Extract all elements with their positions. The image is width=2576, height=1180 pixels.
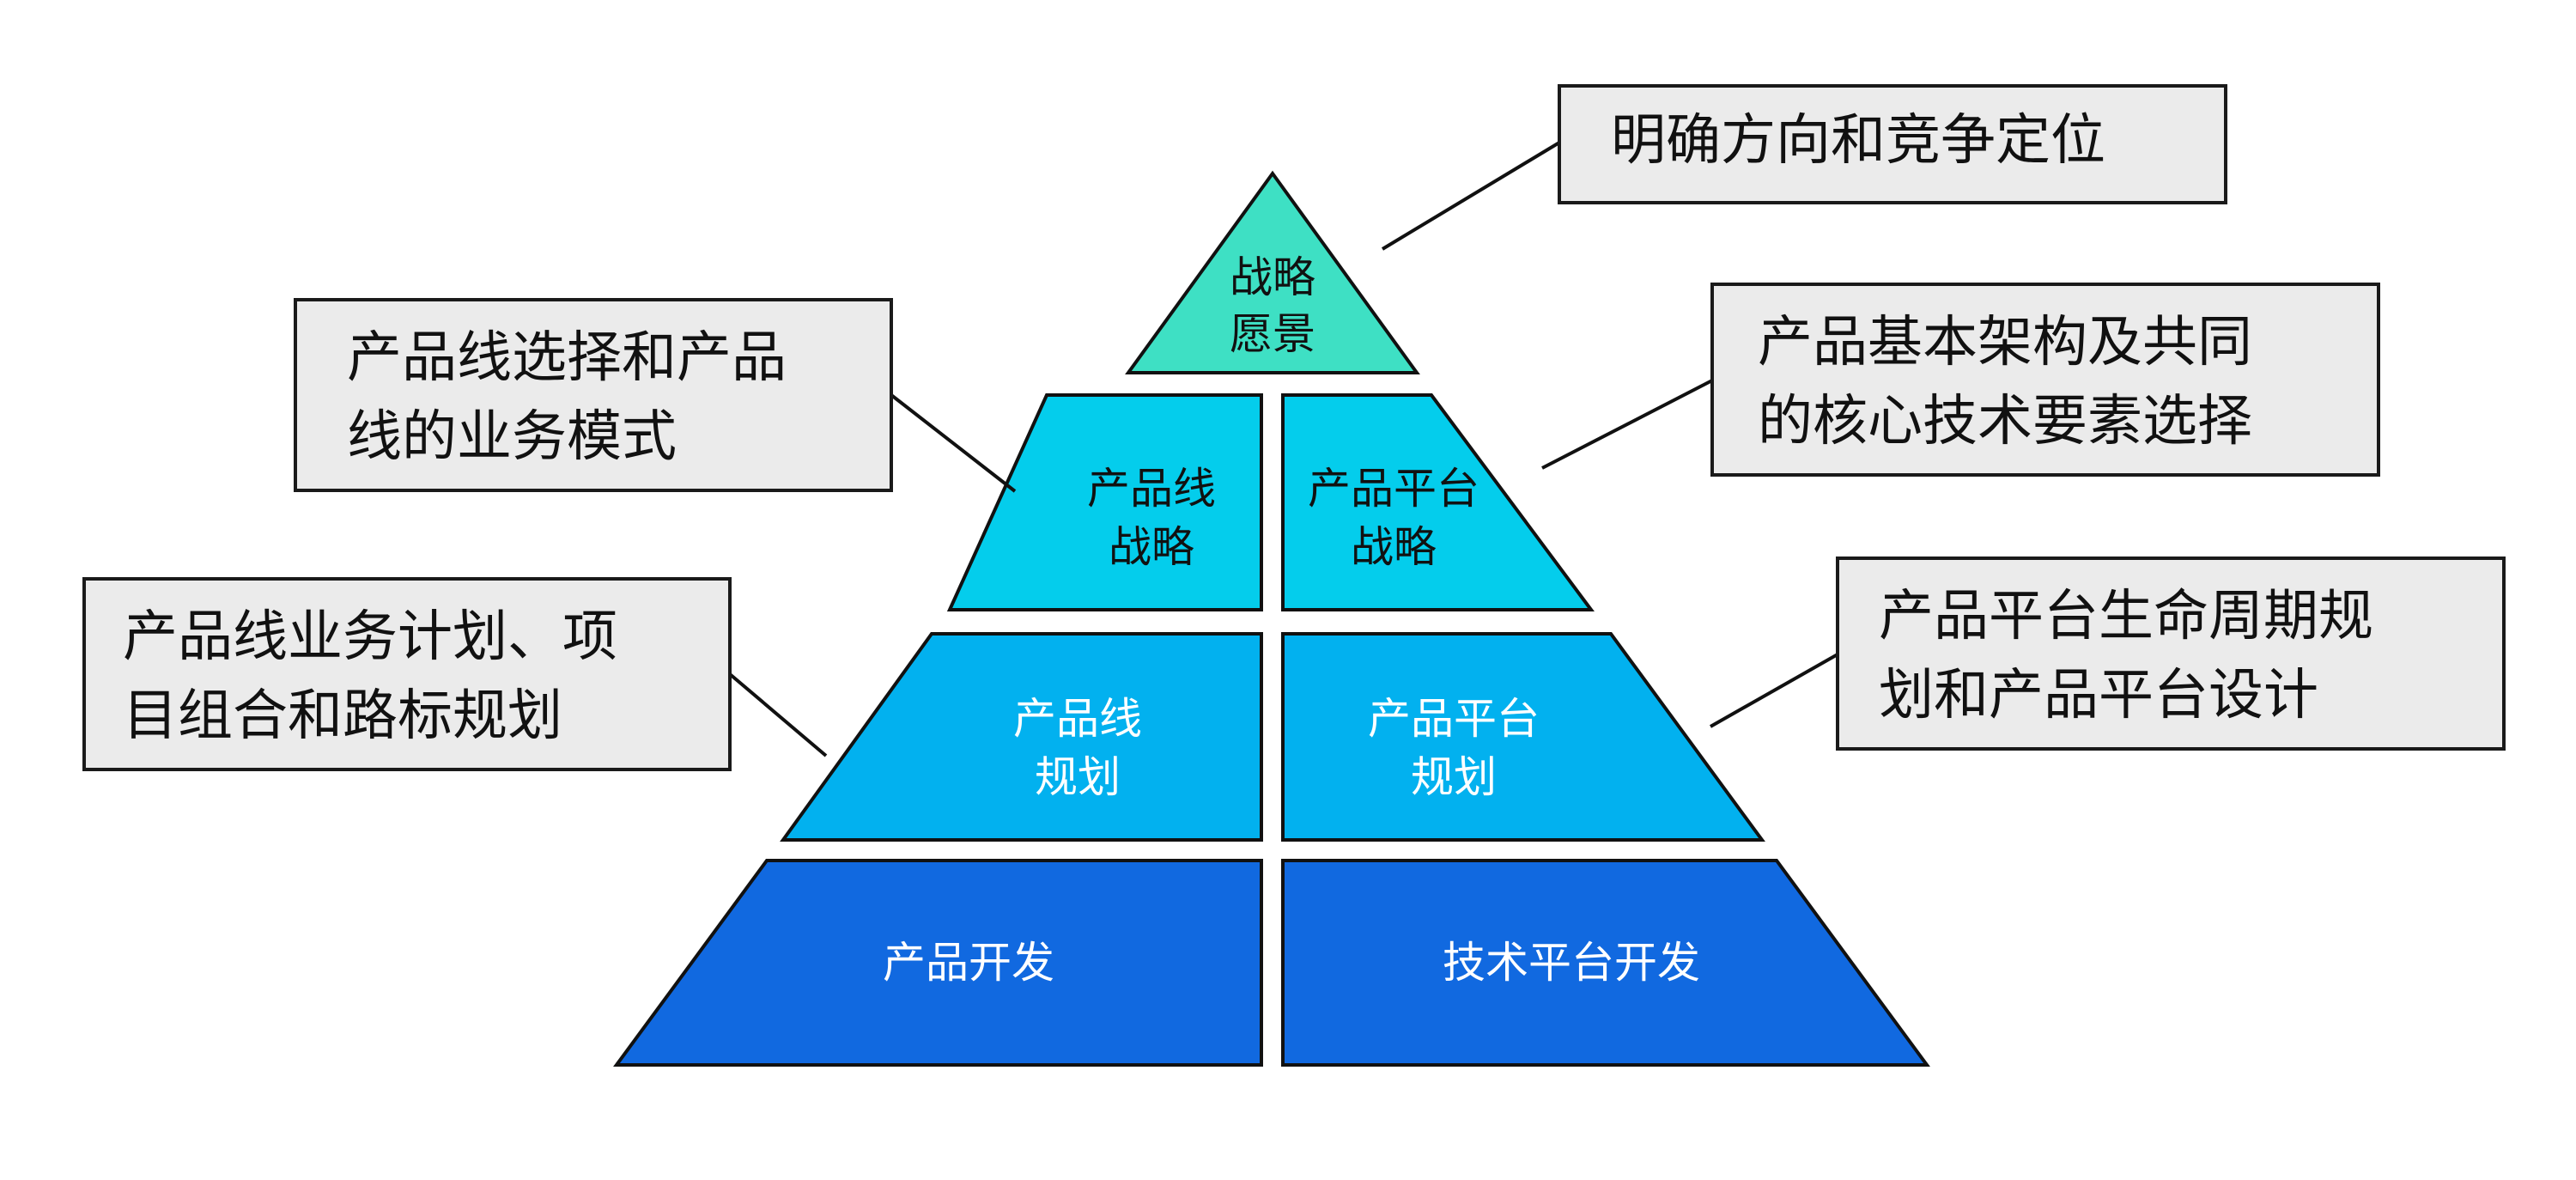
tier-strategic-vision-line1: 战略 [1230, 252, 1315, 302]
callout-platform-strategy-line1: 产品基本架构及共同 [1758, 311, 2252, 374]
callout-product-line-planning-box [82, 577, 732, 771]
connector-vision [1381, 141, 1561, 251]
tier-product-line-strategy-shape [946, 393, 1263, 611]
connector-platform-strategy [1541, 379, 1713, 470]
connector-platform-planning [1710, 653, 1838, 728]
tier-product-platform-planning-line2: 规划 [1411, 752, 1497, 802]
tier-product-line-planning-line1: 产品线 [1013, 694, 1142, 744]
tier-product-platform-strategy-shape [1281, 393, 1595, 611]
connector-lines [728, 141, 1838, 757]
tier-product-development-shape [613, 859, 1263, 1067]
tier-product-line-planning-line2: 规划 [1035, 752, 1121, 802]
callout-vision-box [1558, 84, 2227, 204]
tier-technology-platform-development-shape [1281, 859, 1930, 1067]
connector-product-line-strategy [890, 393, 1017, 493]
tier-product-line-strategy-line1: 产品线 [1087, 464, 1216, 514]
callout-platform-strategy-line2: 的核心技术要素选择 [1758, 390, 2252, 453]
tier-product-platform-planning-line1: 产品平台 [1368, 694, 1540, 744]
callout-product-line-planning: 产品线业务计划、项 目组合和路标规划 [82, 577, 732, 771]
connector-product-line-planning [728, 672, 828, 757]
tier-technology-platform-development-label: 技术平台开发 [1443, 938, 1700, 988]
callout-vision: 明确方向和竞争定位 [1558, 84, 2227, 204]
tier-product-line-strategy-line2: 战略 [1109, 522, 1194, 572]
tier-product-platform-strategy-line1: 产品平台 [1308, 464, 1479, 514]
callout-product-line-strategy-line1: 产品线选择和产品 [347, 326, 787, 390]
callout-product-line-strategy-box [294, 298, 893, 492]
tier-product-development: 产品开发 [613, 859, 1263, 1067]
tier-product-line-planning: 产品线 规划 [780, 632, 1263, 842]
callout-platform-planning-line2: 划和产品平台设计 [1879, 664, 2318, 727]
callout-product-line-planning-line2: 目组合和路标规划 [123, 684, 562, 748]
callout-vision-text: 明确方向和竞争定位 [1611, 109, 2105, 173]
tier-product-platform-planning: 产品平台 规划 [1281, 632, 1765, 842]
tier-product-platform-planning-shape [1281, 632, 1765, 842]
callout-platform-planning-box [1836, 557, 2506, 751]
tier-strategic-vision-line2: 愿景 [1230, 309, 1315, 359]
callout-platform-strategy-box [1710, 283, 2380, 477]
tier-strategic-vision: 战略 愿景 [1125, 170, 1420, 374]
tier-product-line-strategy: 产品线 战略 [946, 393, 1263, 611]
tier-product-line-planning-shape [780, 632, 1263, 842]
tier-technology-platform-development: 技术平台开发 [1281, 859, 1930, 1067]
callout-platform-strategy: 产品基本架构及共同 的核心技术要素选择 [1710, 283, 2380, 477]
tier-product-platform-strategy: 产品平台 战略 [1281, 393, 1595, 611]
tier-strategic-vision-shape [1125, 170, 1420, 374]
callout-product-line-strategy-line2: 线的业务模式 [347, 405, 677, 469]
callout-product-line-planning-line1: 产品线业务计划、项 [123, 605, 617, 669]
tier-product-development-label: 产品开发 [883, 938, 1054, 988]
callout-platform-planning-line1: 产品平台生命周期规 [1879, 585, 2373, 648]
callout-product-line-strategy: 产品线选择和产品 线的业务模式 [294, 298, 893, 492]
tier-product-platform-strategy-line2: 战略 [1351, 522, 1437, 572]
callout-platform-planning: 产品平台生命周期规 划和产品平台设计 [1836, 557, 2506, 751]
